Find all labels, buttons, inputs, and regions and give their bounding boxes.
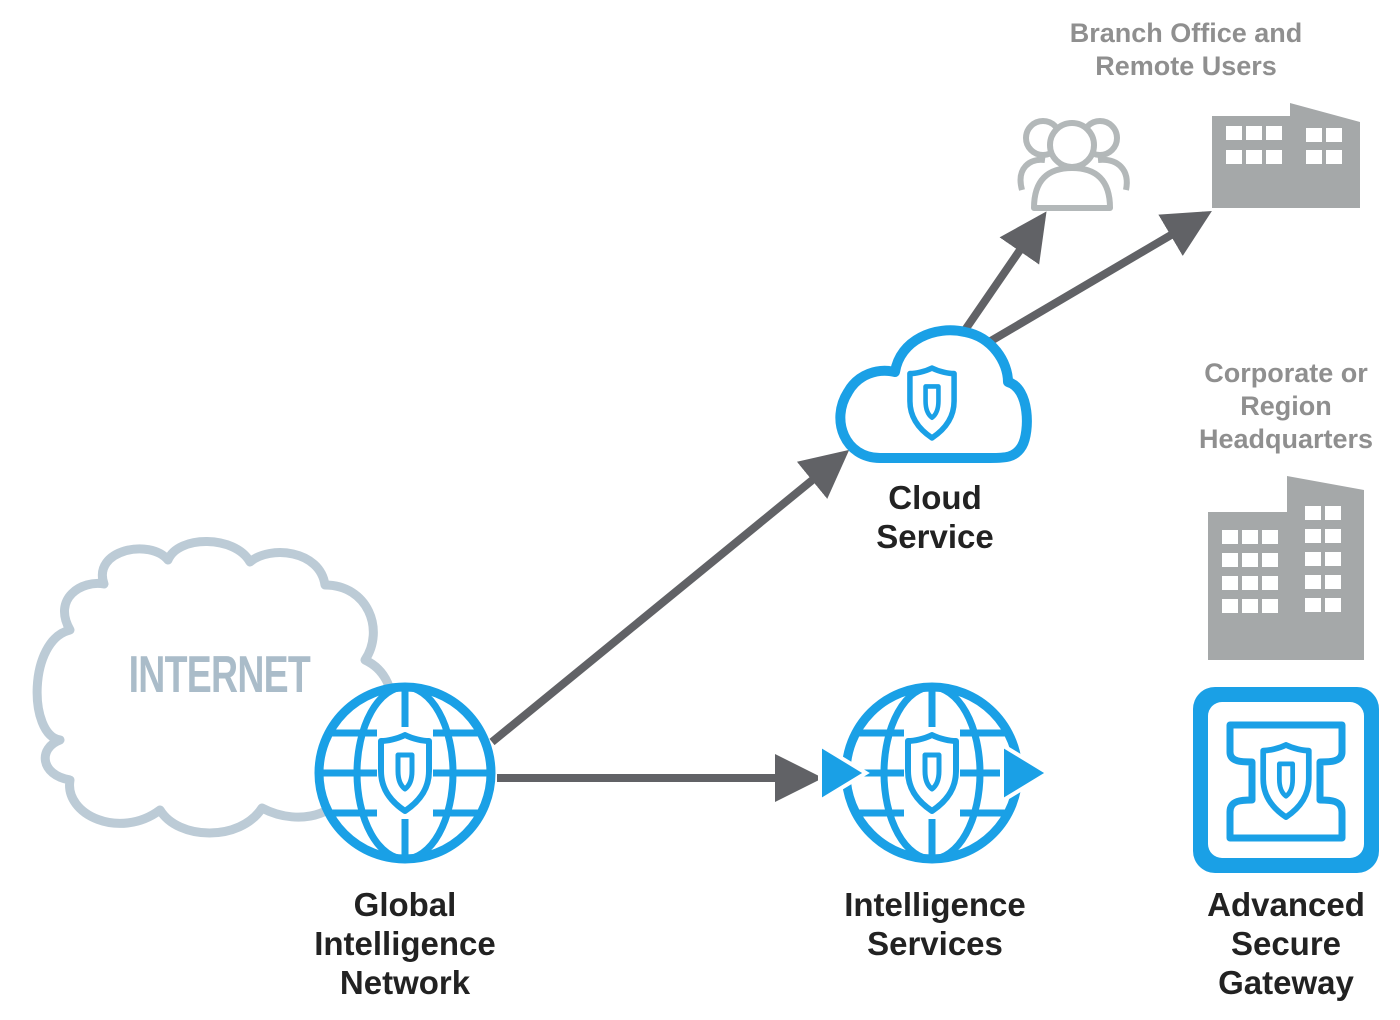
hq-label: Corporate or Region Headquarters	[1186, 357, 1386, 456]
users-icon	[1017, 118, 1130, 211]
cloud-service-label-line2: Service	[876, 518, 994, 555]
branch-label-line1: Branch Office and	[1069, 18, 1303, 48]
branch-label-line2: Remote Users	[1095, 51, 1277, 81]
arrow-cloud-to-branch	[981, 210, 1212, 349]
global-network-label: Global Intelligence Network	[285, 885, 525, 1002]
cloud-service-label: Cloud Service	[835, 478, 1035, 556]
global-network-label-line2: Intelligence	[314, 925, 496, 962]
branch-label: Branch Office and Remote Users	[1050, 17, 1322, 83]
internet-label: INTERNET	[128, 646, 311, 704]
connections	[489, 210, 1212, 802]
building-icon	[1212, 103, 1360, 208]
hq-label-line1: Corporate or	[1204, 358, 1368, 388]
intel-services-label-line1: Intelligence	[844, 886, 1026, 923]
arrow-cloud-to-users	[961, 211, 1047, 333]
tall-building-icon	[1208, 476, 1364, 660]
globe-shield-arrows-icon	[818, 687, 1052, 859]
intel-services-label: Intelligence Services	[815, 885, 1055, 963]
arrow-network-to-cloud	[489, 449, 850, 746]
hq-label-line3: Headquarters	[1198, 424, 1374, 454]
gateway-label: Advanced Secure Gateway	[1180, 885, 1392, 1002]
gateway-chip-icon	[1193, 687, 1379, 873]
globe-shield-icon	[319, 687, 491, 859]
internet-cloud-icon	[32, 537, 397, 838]
hq-label-line2: Region	[1240, 391, 1332, 421]
intel-services-label-line2: Services	[867, 925, 1003, 962]
global-network-label-line1: Global	[353, 886, 457, 923]
global-network-label-line3: Network	[339, 964, 471, 1001]
gateway-label-line2: Secure	[1230, 925, 1342, 962]
gateway-label-line3: Gateway	[1218, 964, 1354, 1001]
cloud-service-label-line1: Cloud	[888, 479, 982, 516]
gateway-label-line1: Advanced	[1207, 886, 1365, 923]
cloud-shield-icon	[835, 325, 1032, 463]
